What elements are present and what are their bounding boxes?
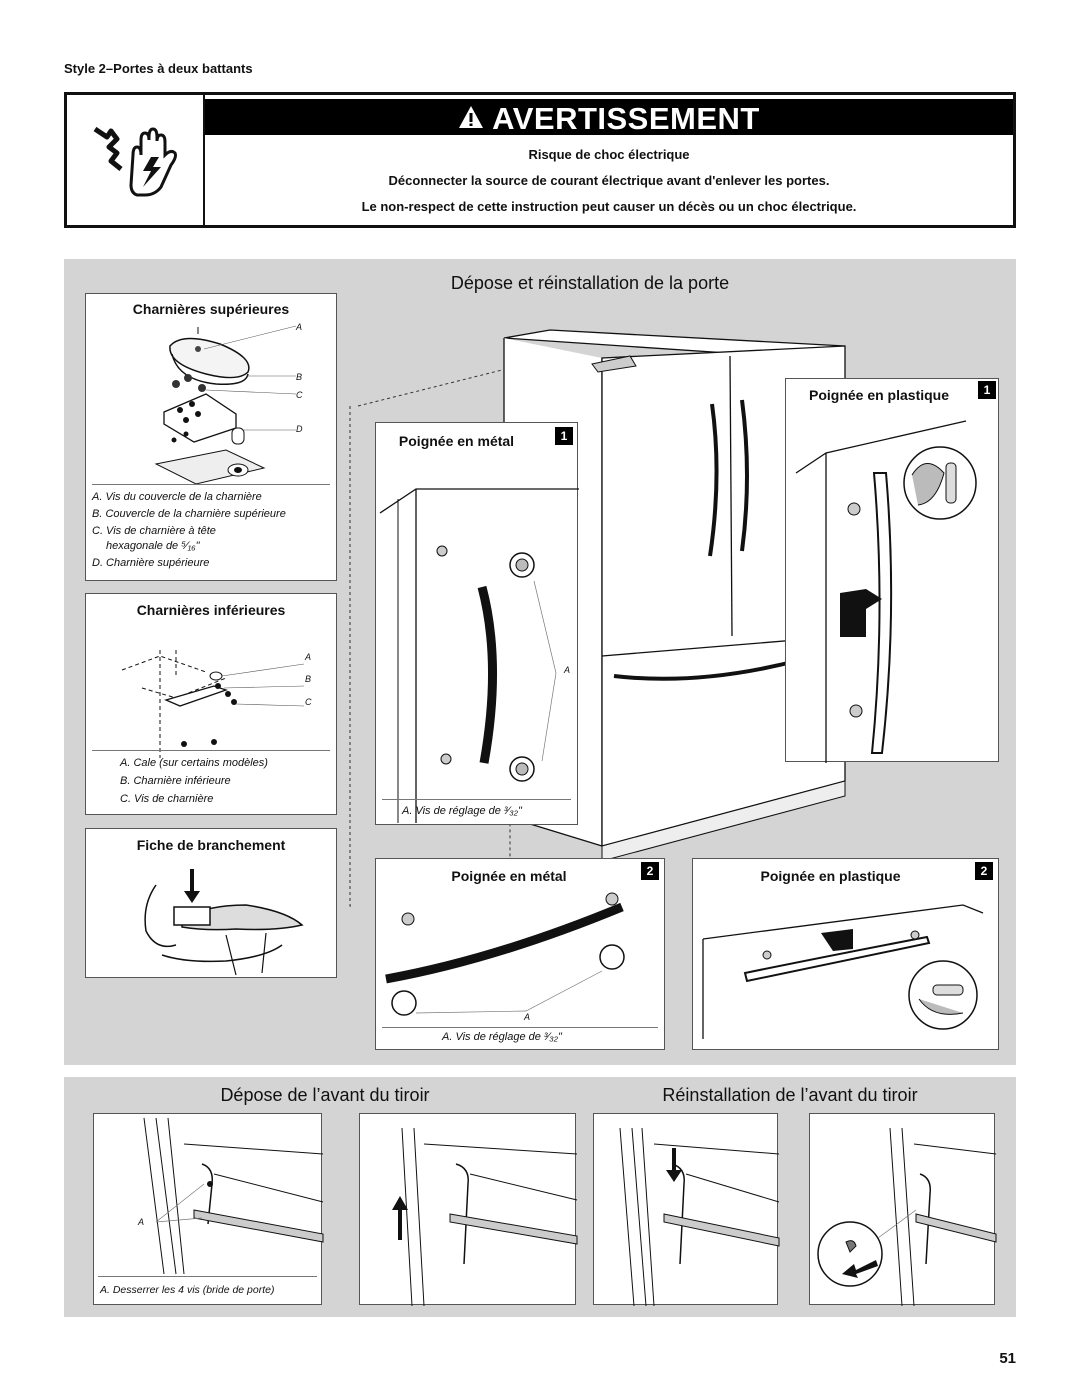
- metal-handle-step2-caption: A. Vis de réglage de ³⁄₃₂": [442, 1031, 562, 1043]
- drawer-remove-step1-diagram: [143, 1117, 324, 1275]
- plastic-drawer-handle-diagram: [702, 904, 984, 1039]
- bottom-hinge-caption-a: A. Cale (sur certains modèles): [120, 757, 268, 769]
- metal-handle-step1-label-a: A: [564, 665, 571, 675]
- bottom-hinge-label-c: C: [305, 697, 312, 707]
- top-hinge-label-a: A: [296, 322, 303, 332]
- top-hinge-label-c: C: [296, 390, 303, 400]
- step-badge: 1: [555, 427, 573, 445]
- top-hinge-caption-a: A. Vis du couvercle de la charnière: [92, 491, 262, 503]
- drawer-reinstall-step1-box: [593, 1113, 780, 1307]
- warning-box: AVERTISSEMENT Risque de choc électrique …: [64, 92, 1016, 228]
- top-hinges-box: Charnières supérieures A B C D A. Vis du…: [85, 293, 337, 581]
- drawer-remove-title: Dépose de l’avant du tiroir: [220, 1085, 430, 1105]
- warning-instruction: Déconnecter la source de courant électri…: [388, 173, 830, 188]
- top-hinge-caption-c2: hexagonale de ⁵⁄₁₆": [106, 540, 200, 552]
- metal-handle-step2-title: Poignée en métal: [451, 868, 567, 884]
- metal-handle-step2-box: Poignée en métal 2 A A. Vis de réglage d…: [375, 858, 665, 1050]
- page-number: 51: [999, 1350, 1016, 1367]
- drawer-remove-step2-box: [359, 1113, 578, 1307]
- plastic-handle-door-diagram: [795, 420, 977, 763]
- plastic-handle-step2-title: Poignée en plastique: [760, 868, 901, 884]
- drawer-reinstall-step1-diagram: [619, 1127, 780, 1307]
- bottom-hinges-box: Charnières inférieures A B C A. Cale (su…: [85, 593, 337, 815]
- warning-title: AVERTISSEMENT: [492, 100, 760, 136]
- plug-box: Fiche de branchement: [85, 828, 337, 978]
- top-hinge-caption-d: D. Charnière supérieure: [92, 557, 210, 569]
- step-badge: 1: [978, 381, 996, 399]
- bottom-hinges-title: Charnières inférieures: [136, 602, 286, 618]
- drawer-reinstall-step2-diagram: [817, 1127, 997, 1307]
- warning-risk: Risque de choc électrique: [528, 147, 690, 162]
- plug-diagram: [144, 869, 304, 976]
- top-hinge-caption-c: C. Vis de charnière à tête: [92, 525, 216, 537]
- bottom-hinge-label-b: B: [305, 674, 312, 684]
- bottom-hinge-caption-c: C. Vis de charnière: [120, 793, 214, 805]
- metal-handle-step1-box: Poignée en métal 1 A A. Vis de réglage d…: [375, 422, 579, 825]
- plastic-handle-step1-box: Poignée en plastique 1: [785, 378, 999, 763]
- drawer-remove-step2-diagram: [392, 1127, 578, 1307]
- warning-header: AVERTISSEMENT: [205, 99, 1013, 137]
- plastic-handle-step1-title: Poignée en plastique: [808, 387, 950, 403]
- step-badge: 2: [975, 862, 993, 880]
- diagonal-arrow: [842, 1260, 878, 1278]
- bottom-hinge-caption-b: B. Charnière inférieure: [120, 775, 231, 787]
- door-section-title: Dépose et réinstallation de la porte: [450, 273, 730, 293]
- step-badge: 2: [641, 862, 659, 880]
- warning-triangle-icon: [458, 101, 484, 137]
- drawer-remove-step1-box: A A. Desserrer les 4 vis (bride de porte…: [93, 1113, 324, 1305]
- warning-consequence: Le non-respect de cette instruction peut…: [361, 199, 857, 214]
- plastic-handle-step2-box: Poignée en plastique 2: [692, 858, 999, 1050]
- metal-handle-step1-title: Poignée en métal: [398, 433, 515, 449]
- drawer-step1-caption: A. Desserrer les 4 vis (bride de porte): [100, 1284, 275, 1296]
- top-hinge-label-b: B: [296, 372, 303, 382]
- bottom-hinge-diagram: [121, 650, 305, 758]
- bottom-hinge-label-a: A: [305, 652, 312, 662]
- metal-handle-step2-label-a: A: [524, 1012, 531, 1022]
- drawer-reinstall-step2-box: [809, 1113, 997, 1307]
- top-hinge-caption-b: B. Couvercle de la charnière supérieure: [92, 508, 286, 520]
- drawer-step1-label-a: A: [138, 1217, 145, 1227]
- top-hinge-diagram: [154, 325, 297, 485]
- down-arrow: [666, 1148, 682, 1182]
- metal-handle-step1-caption: A. Vis de réglage de ³⁄₃₂": [402, 805, 522, 817]
- top-hinge-label-d: D: [296, 424, 303, 434]
- up-arrow: [392, 1196, 408, 1240]
- style-title: Style 2–Portes à deux battants: [64, 61, 253, 76]
- metal-handle-door-diagram: [379, 488, 579, 823]
- electric-shock-icon: [67, 95, 205, 225]
- top-hinges-title: Charnières supérieures: [132, 301, 290, 317]
- metal-drawer-handle-diagram: [385, 892, 625, 1016]
- drawer-reinstall-title: Réinstallation de l’avant du tiroir: [662, 1085, 918, 1105]
- plug-title: Fiche de branchement: [136, 837, 286, 853]
